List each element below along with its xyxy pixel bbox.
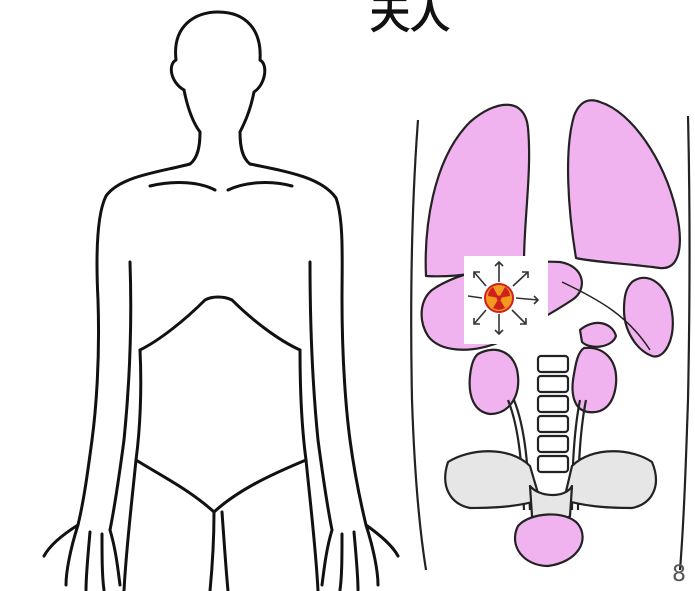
human-body-outline-icon [44, 12, 398, 591]
spine [538, 356, 568, 472]
left-lung [426, 105, 529, 277]
internal-organs-icon [411, 100, 689, 570]
bladder [515, 514, 583, 566]
radiation-emission-icon [464, 256, 548, 344]
right-lung [568, 100, 680, 268]
spleen [624, 278, 673, 357]
left-kidney [470, 350, 519, 414]
page-number: 8 [672, 562, 686, 587]
